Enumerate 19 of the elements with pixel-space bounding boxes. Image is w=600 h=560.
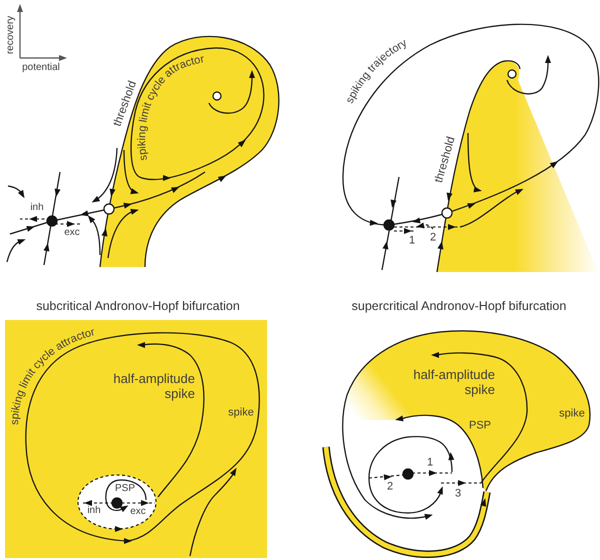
trajectory-label: half-amplitude spike [112, 372, 195, 402]
trajectory-label: spike [559, 408, 585, 420]
perturbation-number: 1 [408, 236, 416, 246]
trajectory-label: PSP [115, 484, 135, 494]
trajectory-label: half-amplitude spike [412, 368, 495, 398]
axis-label: potential [22, 63, 60, 73]
perturbation-label: inh [30, 203, 44, 213]
panel-title: supercritical Andronov-Hopf bifurcation [352, 300, 566, 312]
perturbation-number: 3 [454, 488, 462, 500]
perturbation-number: 1 [426, 458, 434, 468]
trajectory-label: spike [228, 408, 254, 418]
axis-label: recovery [6, 16, 16, 54]
perturbation-number: 2 [386, 482, 394, 492]
panel-title: subcritical Andronov-Hopf bifurcation [36, 300, 240, 312]
perturbation-label: exc [130, 507, 146, 517]
perturbation-number: 2 [430, 232, 436, 244]
perturbation-label: inh [87, 506, 101, 516]
perturbation-label: exc [64, 228, 80, 238]
trajectory-label: PSP [469, 420, 491, 432]
